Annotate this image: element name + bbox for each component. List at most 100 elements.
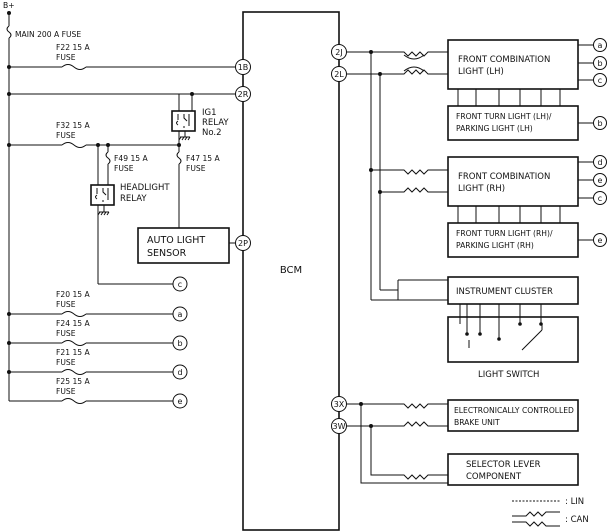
connector-b (593, 116, 607, 130)
front-combo-lh-line1: FRONT COMBINATION (458, 55, 550, 65)
connector-c-label: c (178, 280, 182, 289)
ecb-line1: ELECTRONICALLY CONTROLLED (454, 406, 574, 415)
headlight-relay-label: RELAY (120, 194, 147, 204)
can-twisted-pair-rh (398, 169, 450, 193)
light-switch-label: LIGHT SWITCH (478, 370, 539, 380)
junction-dot (378, 72, 382, 76)
connector-e (172, 393, 188, 409)
headlight-relay-contacts (95, 188, 109, 202)
front-combination-light-rh (447, 156, 579, 207)
can-twisted-pair-ecb (398, 403, 450, 427)
fuse-f22-label: FUSE (56, 53, 76, 62)
bcm-pin-2l-label: 2L (334, 70, 344, 79)
connector-d (172, 364, 188, 380)
ig1-label: IG1 (202, 108, 217, 118)
connector-e-label: e (178, 397, 183, 406)
fuse-f20-label: FUSE (56, 300, 76, 309)
fuse-f32-symbol (61, 142, 87, 148)
headlight-relay-name: HEADLIGHT (120, 183, 170, 193)
ig1-number-label: No.2 (202, 128, 222, 138)
bcm-pin-1b (235, 59, 251, 75)
auto-light-sensor-line1: AUTO LIGHT (147, 235, 205, 246)
connector-d (593, 155, 607, 169)
fuse-f25-symbol (61, 398, 87, 404)
fuse-f47-label: FUSE (186, 164, 206, 173)
fuse-f25-label: FUSE (56, 387, 76, 396)
bcm-pin-3w (331, 418, 347, 434)
connector-a (172, 306, 188, 322)
bcm-pin-2r-label: 2R (238, 90, 249, 99)
fuse-f20-symbol (61, 311, 87, 317)
front-turn-light-rh (447, 222, 579, 258)
junction-dot (369, 50, 373, 54)
bcm-pin-2p (235, 235, 251, 251)
selector-lever-component (447, 453, 579, 486)
can-to-cluster (398, 279, 448, 301)
connector-d-label: d (597, 158, 602, 167)
bcm-pin-2l (331, 66, 347, 82)
fuse-f32-rating: F32 15 A (56, 121, 91, 130)
ecb-line2: BRAKE UNIT (454, 418, 500, 427)
light-switch-box (447, 316, 579, 363)
fuse-f22-rating: F22 15 A (56, 43, 91, 52)
fuse-f22-symbol (61, 64, 87, 70)
connector-e-label: e (598, 176, 603, 185)
front-combo-rh-line2: LIGHT (RH) (458, 184, 505, 194)
auto-light-sensor-line2: SENSOR (147, 248, 187, 259)
switch-contact (518, 322, 522, 326)
main-fuse-label: MAIN 200 A FUSE (15, 30, 81, 39)
fuse-f24-symbol (61, 340, 87, 346)
connector-a-label: a (178, 310, 183, 319)
front-turn-rh-line2: PARKING LIGHT (RH) (456, 241, 534, 250)
bcm-pin-2j-label: 2J (335, 48, 342, 57)
fuse-f25-rating: F25 15 A (56, 377, 91, 386)
fuse-f21-symbol (61, 369, 87, 375)
auto-light-sensor-box (137, 227, 230, 264)
junction-dot (369, 168, 373, 172)
switch-contact (478, 332, 482, 336)
fuse-f24-label: FUSE (56, 329, 76, 338)
battery-label: B+ (3, 1, 15, 10)
connector-b (593, 56, 607, 70)
front-turn-light-lh (447, 105, 579, 141)
front-turn-lh-line1: FRONT TURN LIGHT (LH)/ (456, 112, 552, 121)
can-branch-cluster (371, 289, 398, 301)
front-combo-rh-line1: FRONT COMBINATION (458, 172, 550, 182)
connector-e (593, 233, 607, 247)
connector-b (172, 335, 188, 351)
connector-d-label: d (177, 368, 182, 377)
ig1-relay-contacts (176, 114, 190, 128)
fuse-f24-rating: F24 15 A (56, 319, 91, 328)
can-twisted-pair-lh (398, 51, 450, 75)
fuse-f20-rating: F20 15 A (56, 290, 91, 299)
instrument-cluster-label: INSTRUMENT CLUSTER (456, 287, 553, 297)
connector-c (593, 191, 607, 205)
connector-b-label: b (177, 339, 182, 348)
selector-line2: COMPONENT (466, 472, 522, 482)
lin-wires-rh (457, 206, 561, 223)
instrument-cluster-box (447, 276, 579, 305)
ig1-relay-label: RELAY (202, 118, 229, 128)
fuse-f47-symbol (176, 151, 182, 165)
can-to-selector (360, 404, 398, 484)
junction-dot (378, 190, 382, 194)
switch-contact (465, 332, 469, 336)
ground-icon (178, 136, 191, 141)
connector-e-label: e (598, 236, 603, 245)
selector-line1: SELECTOR LEVER (466, 460, 541, 470)
connector-b-label: b (597, 119, 602, 128)
light-switch-lever (468, 324, 543, 351)
fuse-f21-label: FUSE (56, 358, 76, 367)
bcm-pin-3x-label: 3X (334, 400, 345, 409)
connector-e (593, 173, 607, 187)
lin-wires-lh (457, 89, 561, 106)
fuse-f49-rating: F49 15 A (114, 154, 149, 163)
electronically-controlled-brake-unit (447, 399, 579, 432)
main-fuse-symbol (6, 25, 12, 39)
connector-a (593, 38, 607, 52)
bcm-pin-2j (331, 44, 347, 60)
bcm-pin-2r (235, 86, 251, 102)
ground-icon (97, 211, 110, 216)
